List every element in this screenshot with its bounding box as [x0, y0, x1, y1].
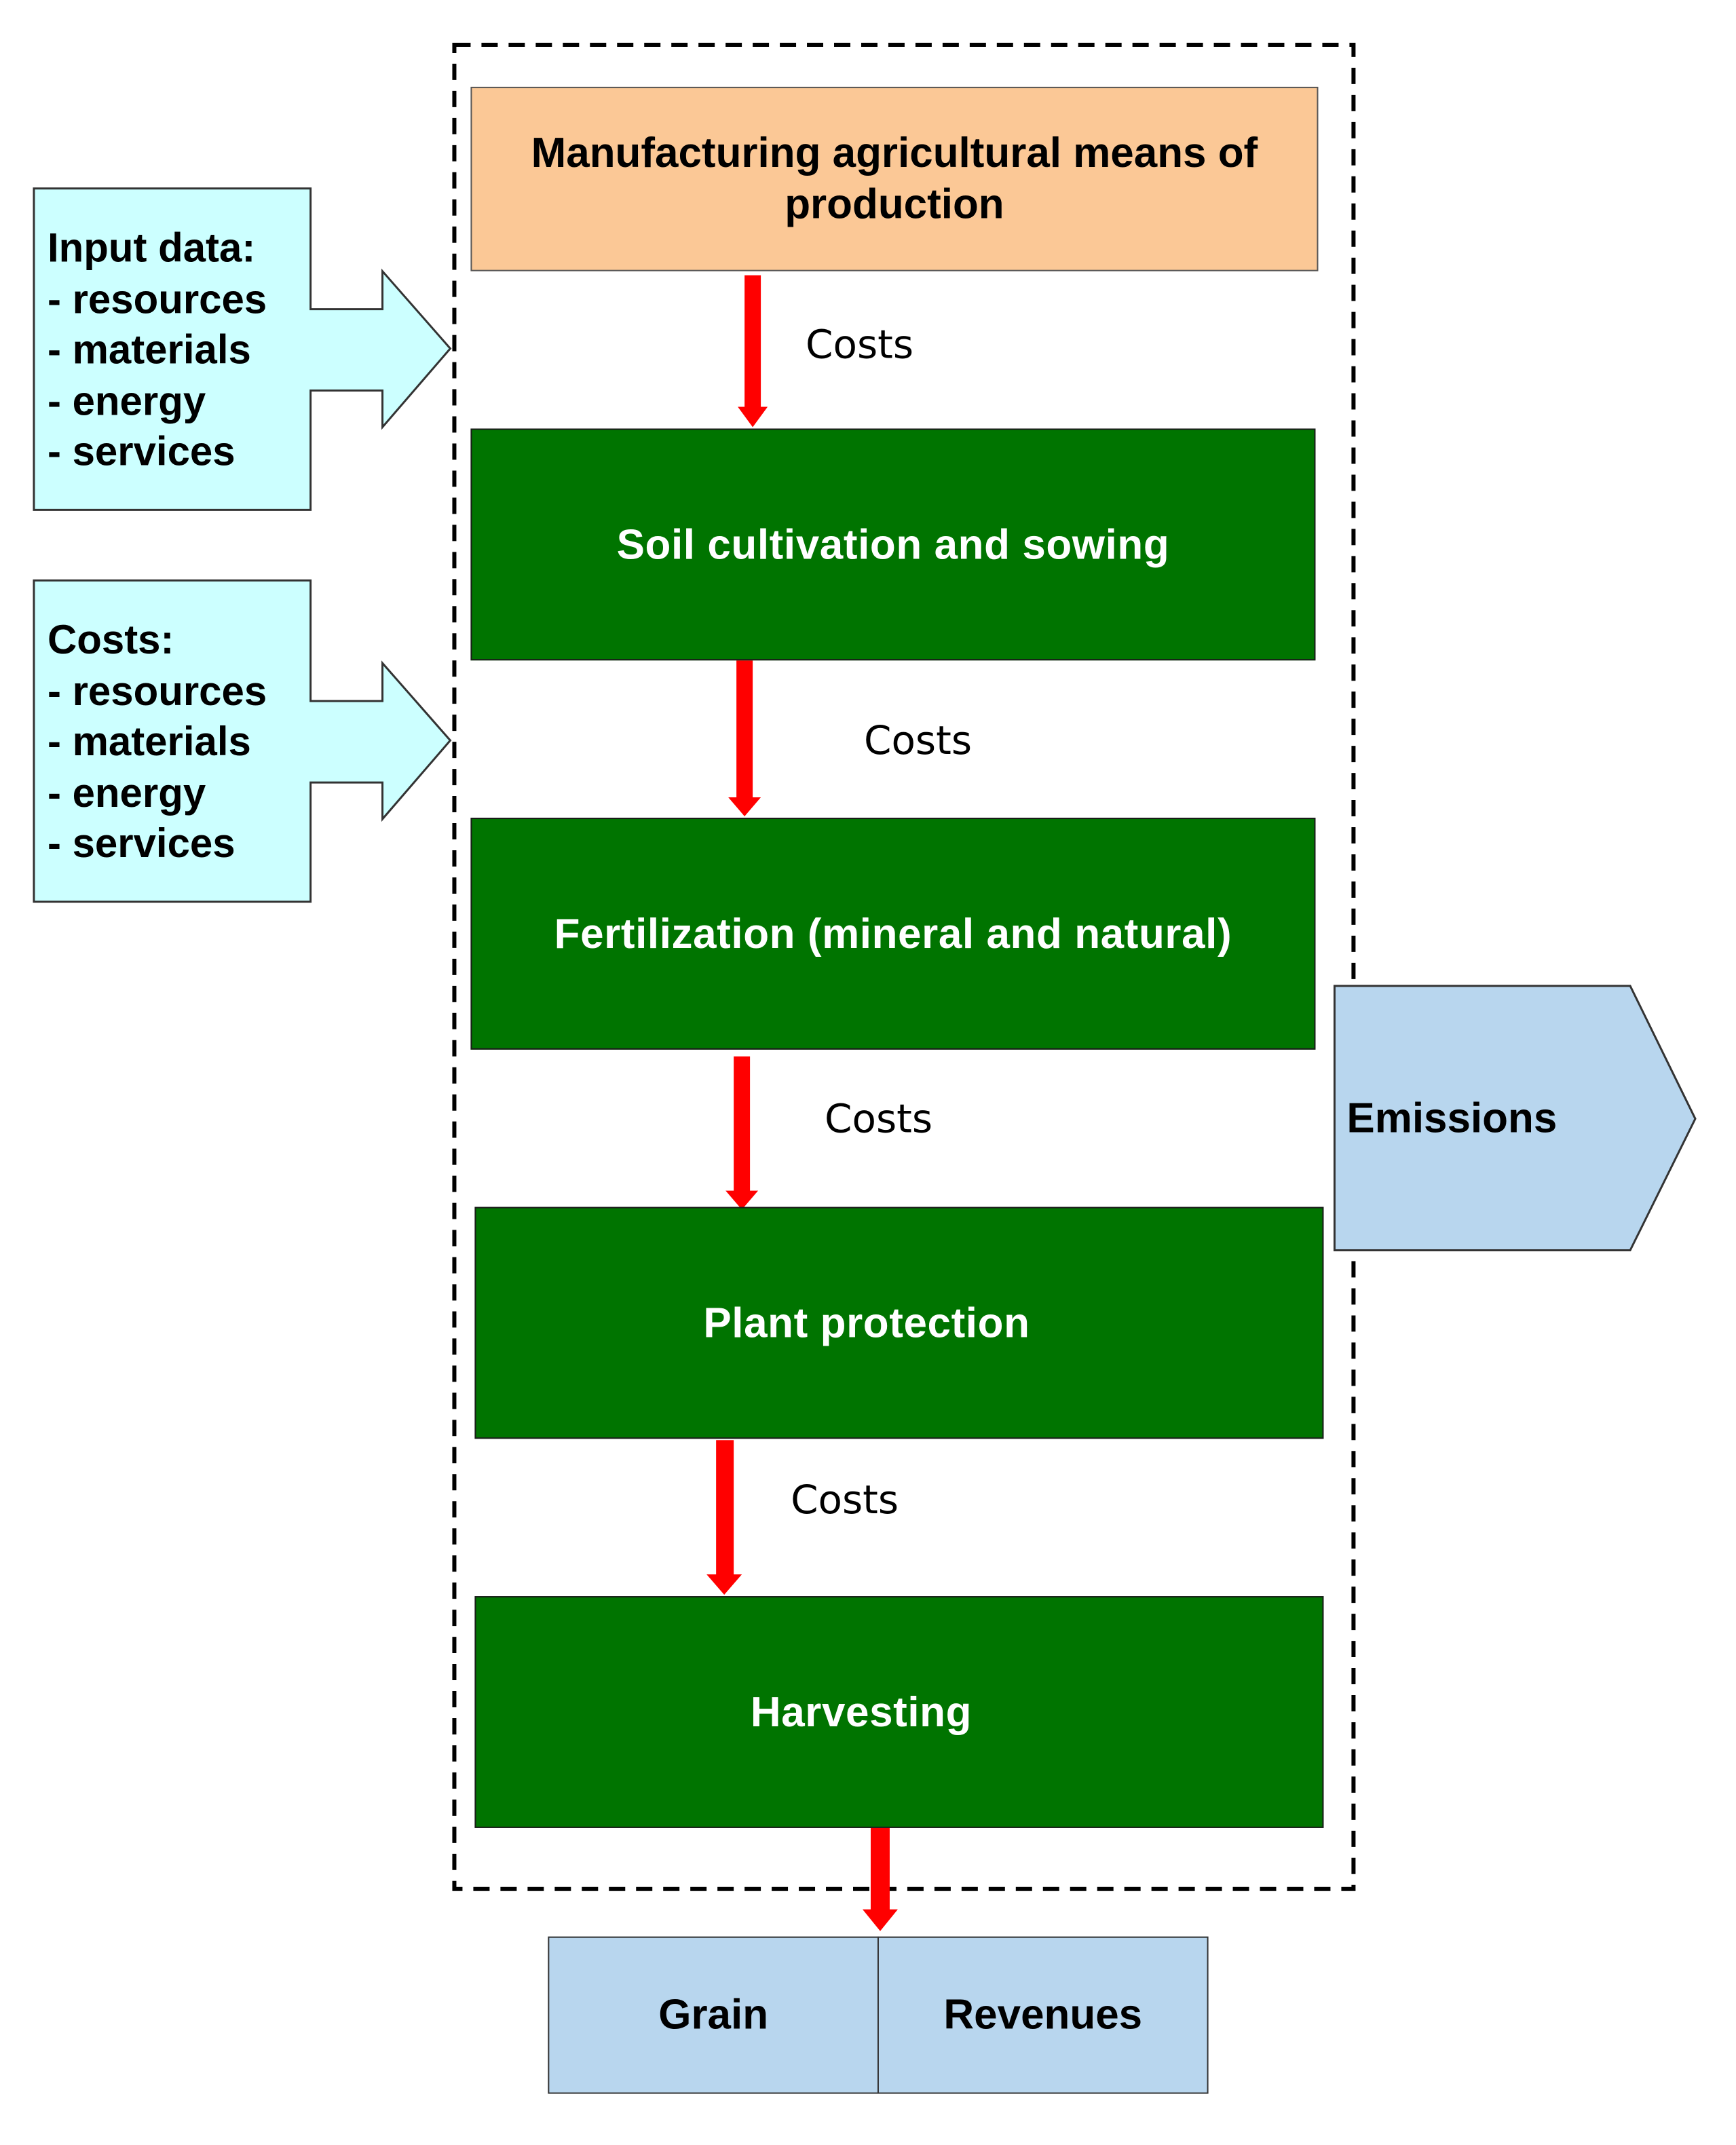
costs-label-3: Costs: [825, 1095, 933, 1142]
costs-input-text: Costs: - resources - materials - energy …: [48, 615, 267, 870]
step-harvesting: Harvesting: [474, 1596, 1324, 1828]
emissions-label: Emissions: [1346, 1094, 1558, 1142]
step-manufacturing: Manufacturing agricultural means of prod…: [470, 86, 1319, 271]
arrow-costs-3: [725, 1056, 759, 1210]
input-data-arrow: [33, 187, 452, 511]
costs-item-services: - services: [47, 822, 235, 867]
arrow-costs-2: [728, 660, 761, 817]
output-revenues-label: Revenues: [943, 1990, 1143, 2038]
costs-label-1: Costs: [806, 321, 914, 368]
emissions-arrow: [1333, 985, 1697, 1252]
costs-item-energy: - energy: [47, 771, 206, 816]
step-plant-protection: Plant protection: [474, 1207, 1324, 1439]
arrow-output: [862, 1827, 898, 1931]
step-protection-label: Plant protection: [703, 1298, 1030, 1346]
output-grain-label: Grain: [658, 1990, 769, 2038]
costs-input-title: Costs:: [47, 618, 174, 664]
input-data-text: Input data: - resources - materials - en…: [48, 224, 267, 478]
output-revenues: Revenues: [877, 1936, 1209, 2094]
step-fertilization-label: Fertilization (mineral and natural): [554, 909, 1232, 957]
input-item-energy: - energy: [47, 379, 206, 424]
input-item-services: - services: [47, 430, 235, 475]
step-soil-cultivation: Soil cultivation and sowing: [470, 428, 1316, 661]
costs-label-4: Costs: [791, 1477, 899, 1523]
step-manufacturing-label: Manufacturing agricultural means of prod…: [531, 128, 1258, 228]
system-boundary: [452, 42, 1356, 1891]
input-item-resources: - resources: [47, 277, 267, 322]
step-harvesting-label: Harvesting: [750, 1688, 973, 1735]
input-item-materials: - materials: [47, 328, 251, 373]
arrow-costs-4: [706, 1440, 742, 1595]
arrow-costs-1: [738, 275, 768, 428]
costs-input-arrow: [33, 579, 452, 903]
step-soil-label: Soil cultivation and sowing: [616, 520, 1170, 568]
input-data-title: Input data:: [47, 226, 256, 271]
step-fertilization: Fertilization (mineral and natural): [470, 818, 1316, 1050]
costs-label-2: Costs: [863, 717, 973, 764]
output-grain: Grain: [548, 1936, 879, 2094]
costs-item-materials: - materials: [47, 720, 251, 765]
costs-item-resources: - resources: [47, 669, 267, 715]
